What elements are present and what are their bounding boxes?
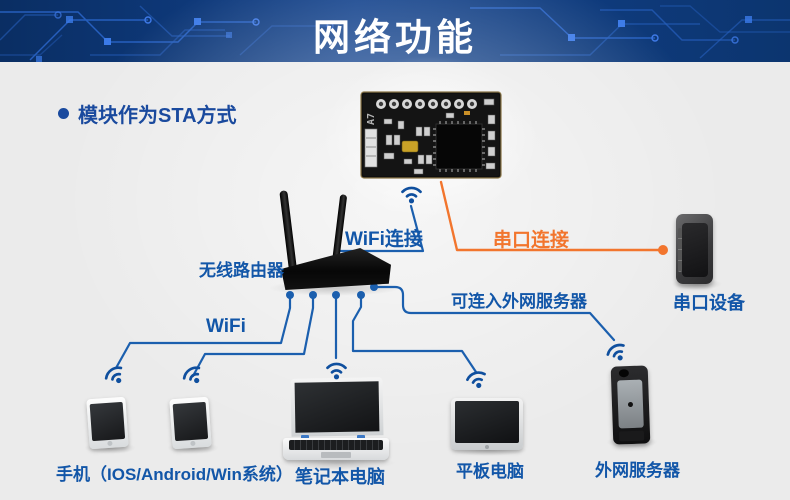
- phones-label: 手机（IOS/Android/Win系统）: [56, 465, 293, 484]
- line-to-phone1: [114, 294, 292, 370]
- serial-device-face: [682, 223, 708, 277]
- laptop-screen: [290, 377, 384, 437]
- serial-connect-label: 串口连接: [493, 230, 570, 251]
- router-label: 无线路由器: [199, 261, 284, 280]
- tablet-label: 平板电脑: [456, 462, 524, 481]
- laptop-base: [283, 438, 389, 460]
- laptop-label: 笔记本电脑: [295, 467, 385, 487]
- tablet-device: [451, 398, 523, 450]
- server-top-vent: [618, 369, 630, 378]
- page-title: 网络功能: [313, 17, 477, 58]
- serial-line-endpoint: [658, 245, 668, 255]
- wifi-icon-module: [398, 182, 425, 205]
- module-board-mark: A7: [366, 113, 377, 125]
- phone-device-1: [86, 396, 129, 450]
- wifi-icon-server: [599, 335, 634, 368]
- laptop-hinge-right: [357, 435, 365, 439]
- laptop-keyboard: [289, 440, 383, 450]
- phone2-screen: [172, 401, 209, 442]
- subtitle: 模块作为STA方式: [58, 99, 237, 128]
- wifi-icon-laptop: [323, 358, 350, 381]
- wifi-icon-tablet: [460, 363, 493, 393]
- laptop-hinge-left: [301, 435, 309, 439]
- wifi-label: WiFi: [206, 316, 246, 337]
- extranet-connect-label: 可连入外网服务器: [451, 292, 587, 311]
- wifi-icon-phone2: [175, 357, 210, 391]
- serial-device-label: 串口设备: [673, 293, 745, 313]
- phone-device-2: [169, 396, 212, 450]
- laptop-touchpad: [321, 452, 351, 458]
- laptop-device: [283, 377, 389, 464]
- wifi-module-board: A7: [360, 91, 502, 184]
- serial-device-box: [676, 214, 713, 284]
- phone1-home-button: [106, 440, 113, 447]
- tablet-screen: [455, 401, 519, 443]
- bullet-icon: [58, 108, 69, 119]
- server-label: 外网服务器: [595, 461, 680, 480]
- server-led: [627, 401, 633, 408]
- phone1-screen: [89, 401, 126, 442]
- wifi-connect-label: WiFi连接: [345, 229, 423, 250]
- tablet-camera-dot: [485, 445, 489, 449]
- wifi-icon-phone1: [97, 357, 132, 391]
- extranet-server-device: [610, 365, 651, 445]
- subtitle-text: 模块作为STA方式: [78, 105, 237, 127]
- phone2-home-button: [189, 440, 196, 447]
- circuit-pattern-decoration: [0, 5, 790, 62]
- header-banner: 网络功能: [0, 0, 790, 62]
- server-foot: [618, 430, 645, 442]
- serial-device-seam: [678, 228, 682, 272]
